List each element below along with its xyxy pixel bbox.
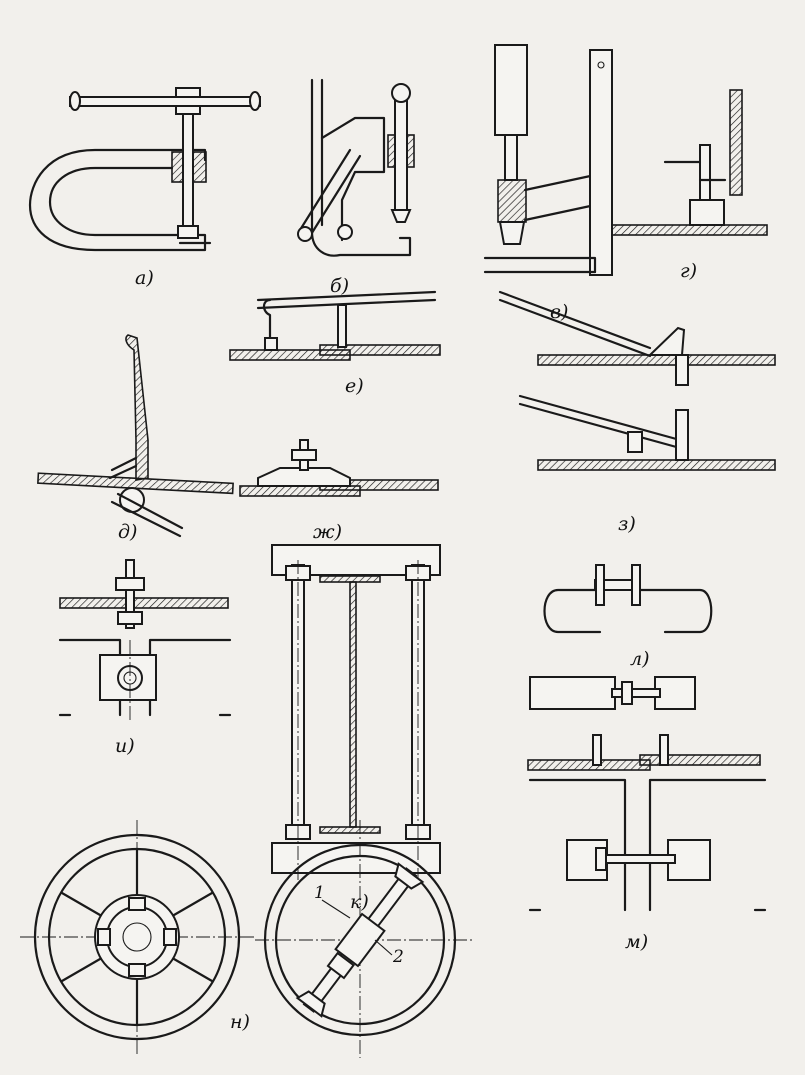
fig-a-c-clamp bbox=[28, 87, 261, 252]
fig-z-wedge-clamps bbox=[498, 290, 776, 471]
callout-2: 2 bbox=[392, 947, 404, 967]
fig-m-screw-jack bbox=[527, 676, 767, 912]
fig-b-lever-clamp bbox=[297, 78, 415, 257]
callout-1: 1 bbox=[314, 883, 325, 903]
fig-n-spoked-expander bbox=[20, 820, 255, 1055]
fig-v-bar-clamp bbox=[483, 44, 613, 276]
fig-g-wedge-clamp bbox=[611, 89, 768, 236]
label-g: г) bbox=[680, 260, 697, 282]
fig-e-lever-clamp bbox=[229, 290, 441, 361]
label-n: н) bbox=[230, 1011, 250, 1033]
fig-zh-bridge-clamp bbox=[239, 439, 439, 497]
label-k: к) bbox=[350, 891, 369, 913]
label-b: б) bbox=[330, 275, 349, 297]
label-a: а) bbox=[135, 267, 154, 289]
label-l: л) bbox=[630, 648, 650, 670]
fig-d-bent-lever bbox=[37, 334, 234, 538]
label-z: з) bbox=[618, 513, 636, 535]
label-m: м) bbox=[625, 931, 648, 953]
fig-k-frame-clamp bbox=[271, 544, 441, 880]
fig-i-bolt-clamp bbox=[58, 559, 232, 720]
label-v: в) bbox=[550, 301, 568, 323]
fig-l-hook-clamp bbox=[543, 564, 713, 634]
fig-n-strut-expander bbox=[255, 820, 475, 1058]
label-d: д) bbox=[118, 521, 137, 543]
label-i: и) bbox=[115, 735, 135, 757]
label-e: е) bbox=[345, 375, 364, 397]
label-zh: ж) bbox=[313, 521, 342, 543]
